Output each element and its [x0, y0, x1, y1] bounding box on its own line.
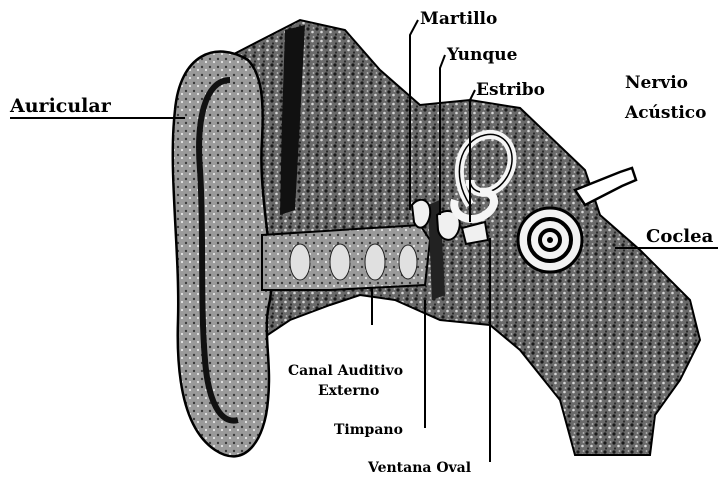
label-estribo: Estribo: [476, 80, 545, 100]
label-coclea: Coclea: [646, 226, 714, 247]
label-canal-line1: Canal Auditivo: [288, 363, 403, 379]
label-auricular: Auricular: [9, 95, 112, 117]
outer-ear-auricle: [173, 52, 271, 457]
canal-ridge-2: [330, 244, 350, 280]
canal-ridge-4: [399, 245, 417, 279]
label-ventana: Ventana Oval: [367, 460, 471, 476]
label-canal-line2: Externo: [318, 383, 379, 399]
canal-ridge-1: [290, 244, 310, 280]
canal-ridge-3: [365, 244, 385, 280]
label-nervio-line1: Nervio: [625, 73, 688, 93]
label-nervio-line2: Acústico: [624, 103, 706, 123]
malleus-bone: [412, 200, 430, 228]
cochlea-center: [547, 237, 553, 243]
label-yunque: Yunque: [446, 45, 518, 65]
label-timpano: Timpano: [334, 422, 403, 438]
label-martillo: Martillo: [420, 9, 497, 29]
